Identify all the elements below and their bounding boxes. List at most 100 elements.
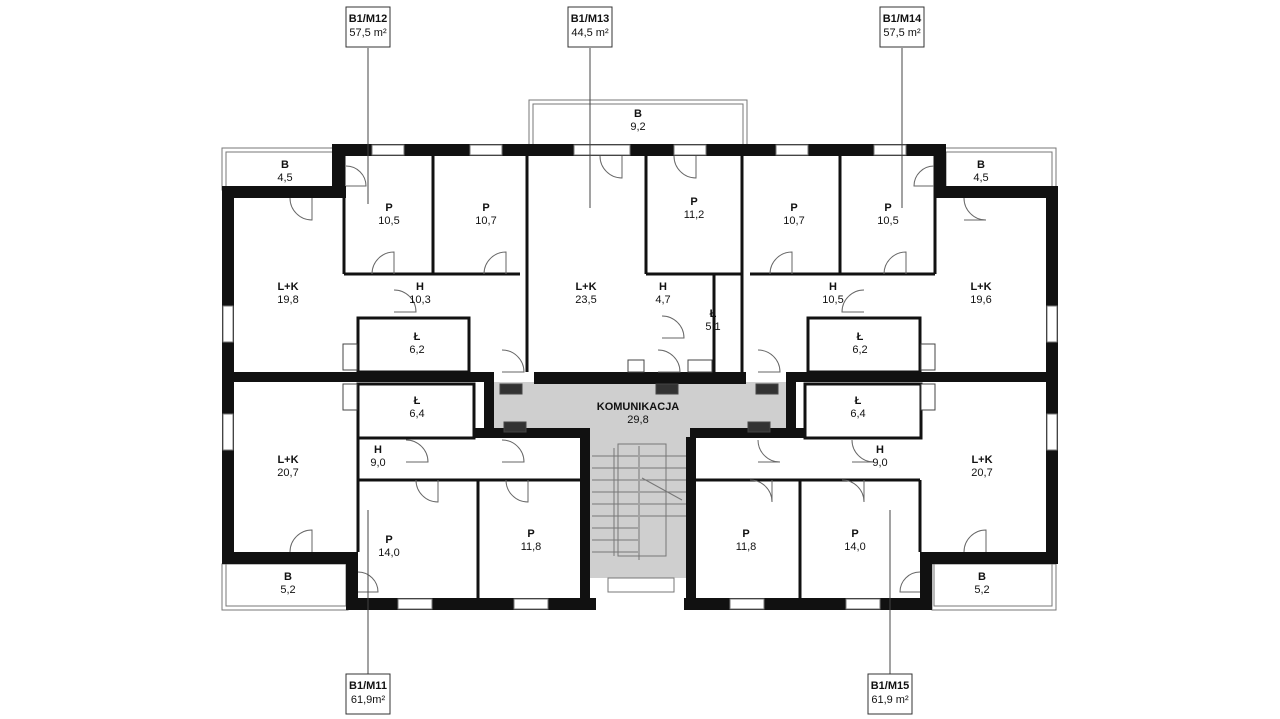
- unit-area: 57,5 m²: [349, 27, 387, 39]
- room-label: P11,2: [684, 196, 705, 221]
- room-name: B: [634, 108, 642, 120]
- room-area: 14,0: [378, 547, 399, 559]
- room-name: Ł: [414, 331, 421, 343]
- room-name: Ł: [710, 308, 717, 320]
- room-label: H10,5: [822, 281, 843, 306]
- room-area: 5,2: [974, 584, 989, 596]
- room-label: H9,0: [370, 444, 385, 469]
- room-label: P14,0: [378, 534, 399, 559]
- room-label: P11,8: [521, 528, 542, 553]
- unit-area: 57,5 m²: [883, 27, 921, 39]
- room-name: B: [977, 159, 985, 171]
- unit-id: B1/M13: [571, 13, 610, 25]
- unit-tag: B1/M11 61,9m²: [345, 673, 391, 715]
- room-name: P: [790, 202, 797, 214]
- room-area: 11,8: [736, 541, 757, 553]
- leader-lines: [367, 48, 903, 674]
- unit-area: 61,9m²: [351, 694, 386, 706]
- room-area: 29,8: [627, 414, 648, 426]
- room-name: P: [482, 202, 489, 214]
- room-name: H: [876, 444, 884, 456]
- room-label: B9,2: [630, 108, 645, 133]
- room-name: H: [829, 281, 837, 293]
- room-area: 6,4: [850, 408, 865, 420]
- unit-tag-box: [867, 673, 913, 715]
- room-label: P10,7: [783, 202, 804, 227]
- room-name: P: [527, 528, 534, 540]
- room-name: L+K: [971, 454, 992, 466]
- room-label: P10,7: [475, 202, 496, 227]
- room-label: B5,2: [280, 571, 295, 596]
- room-area: 6,2: [409, 344, 424, 356]
- room-label: H10,3: [409, 281, 430, 306]
- room-label: L+K20,7: [277, 454, 298, 479]
- room-name: H: [416, 281, 424, 293]
- room-name: B: [284, 571, 292, 583]
- room-label: Ł6,4: [850, 395, 865, 420]
- room-name: Ł: [414, 395, 421, 407]
- room-name: P: [742, 528, 749, 540]
- room-area: 10,5: [378, 215, 399, 227]
- room-area: 5,2: [280, 584, 295, 596]
- room-area: 5,1: [705, 321, 720, 333]
- unit-tag: B1/M13 44,5 m²: [567, 6, 613, 48]
- unit-tag: B1/M12 57,5 m²: [345, 6, 391, 48]
- room-area: 10,5: [822, 294, 843, 306]
- room-name: B: [281, 159, 289, 171]
- room-label: P14,0: [844, 528, 865, 553]
- room-name: B: [978, 571, 986, 583]
- room-area: 9,2: [630, 121, 645, 133]
- windows: [222, 144, 1058, 610]
- unit-area: 61,9 m²: [871, 694, 909, 706]
- room-name: L+K: [277, 454, 298, 466]
- unit-id: B1/M11: [349, 680, 387, 692]
- room-name: L+K: [277, 281, 298, 293]
- room-name: KOMUNIKACJA: [597, 401, 680, 413]
- room-name: Ł: [855, 395, 862, 407]
- unit-area: 44,5 m²: [571, 27, 609, 39]
- room-area: 20,7: [971, 467, 992, 479]
- room-name: H: [374, 444, 382, 456]
- room-area: 4,7: [655, 294, 670, 306]
- room-area: 10,5: [877, 215, 898, 227]
- unit-tag-box: [879, 6, 925, 48]
- room-label: L+K19,6: [970, 281, 991, 306]
- room-area: 11,2: [684, 209, 705, 221]
- unit-id: B1/M12: [349, 13, 388, 25]
- unit-id: B1/M14: [883, 13, 922, 25]
- room-area: 19,6: [970, 294, 991, 306]
- room-label: B4,5: [277, 159, 292, 184]
- room-area: 4,5: [277, 172, 292, 184]
- room-area: 10,7: [783, 215, 804, 227]
- room-labels: B9,2B4,5B4,5P10,5P10,7P11,2P10,7P10,5L+K…: [277, 108, 992, 596]
- unit-tag-box: [345, 6, 391, 48]
- room-label: L+K20,7: [971, 454, 992, 479]
- room-label: Ł5,1: [705, 308, 720, 333]
- room-area: 11,8: [521, 541, 542, 553]
- room-area: 4,5: [973, 172, 988, 184]
- room-area: 10,3: [409, 294, 430, 306]
- room-label: H4,7: [655, 281, 670, 306]
- room-label: B5,2: [974, 571, 989, 596]
- room-area: 14,0: [844, 541, 865, 553]
- room-name: H: [659, 281, 667, 293]
- room-label: B4,5: [973, 159, 988, 184]
- room-name: L+K: [970, 281, 991, 293]
- room-label: L+K19,8: [277, 281, 298, 306]
- unit-tag-box: [567, 6, 613, 48]
- room-name: L+K: [575, 281, 596, 293]
- room-label: Ł6,2: [409, 331, 424, 356]
- room-label: L+K23,5: [575, 281, 596, 306]
- room-name: P: [851, 528, 858, 540]
- room-name: Ł: [857, 331, 864, 343]
- room-label: P10,5: [378, 202, 399, 227]
- room-label: P11,8: [736, 528, 757, 553]
- room-label: P10,5: [877, 202, 898, 227]
- room-area: 10,7: [475, 215, 496, 227]
- room-area: 9,0: [370, 457, 385, 469]
- room-label: H9,0: [872, 444, 887, 469]
